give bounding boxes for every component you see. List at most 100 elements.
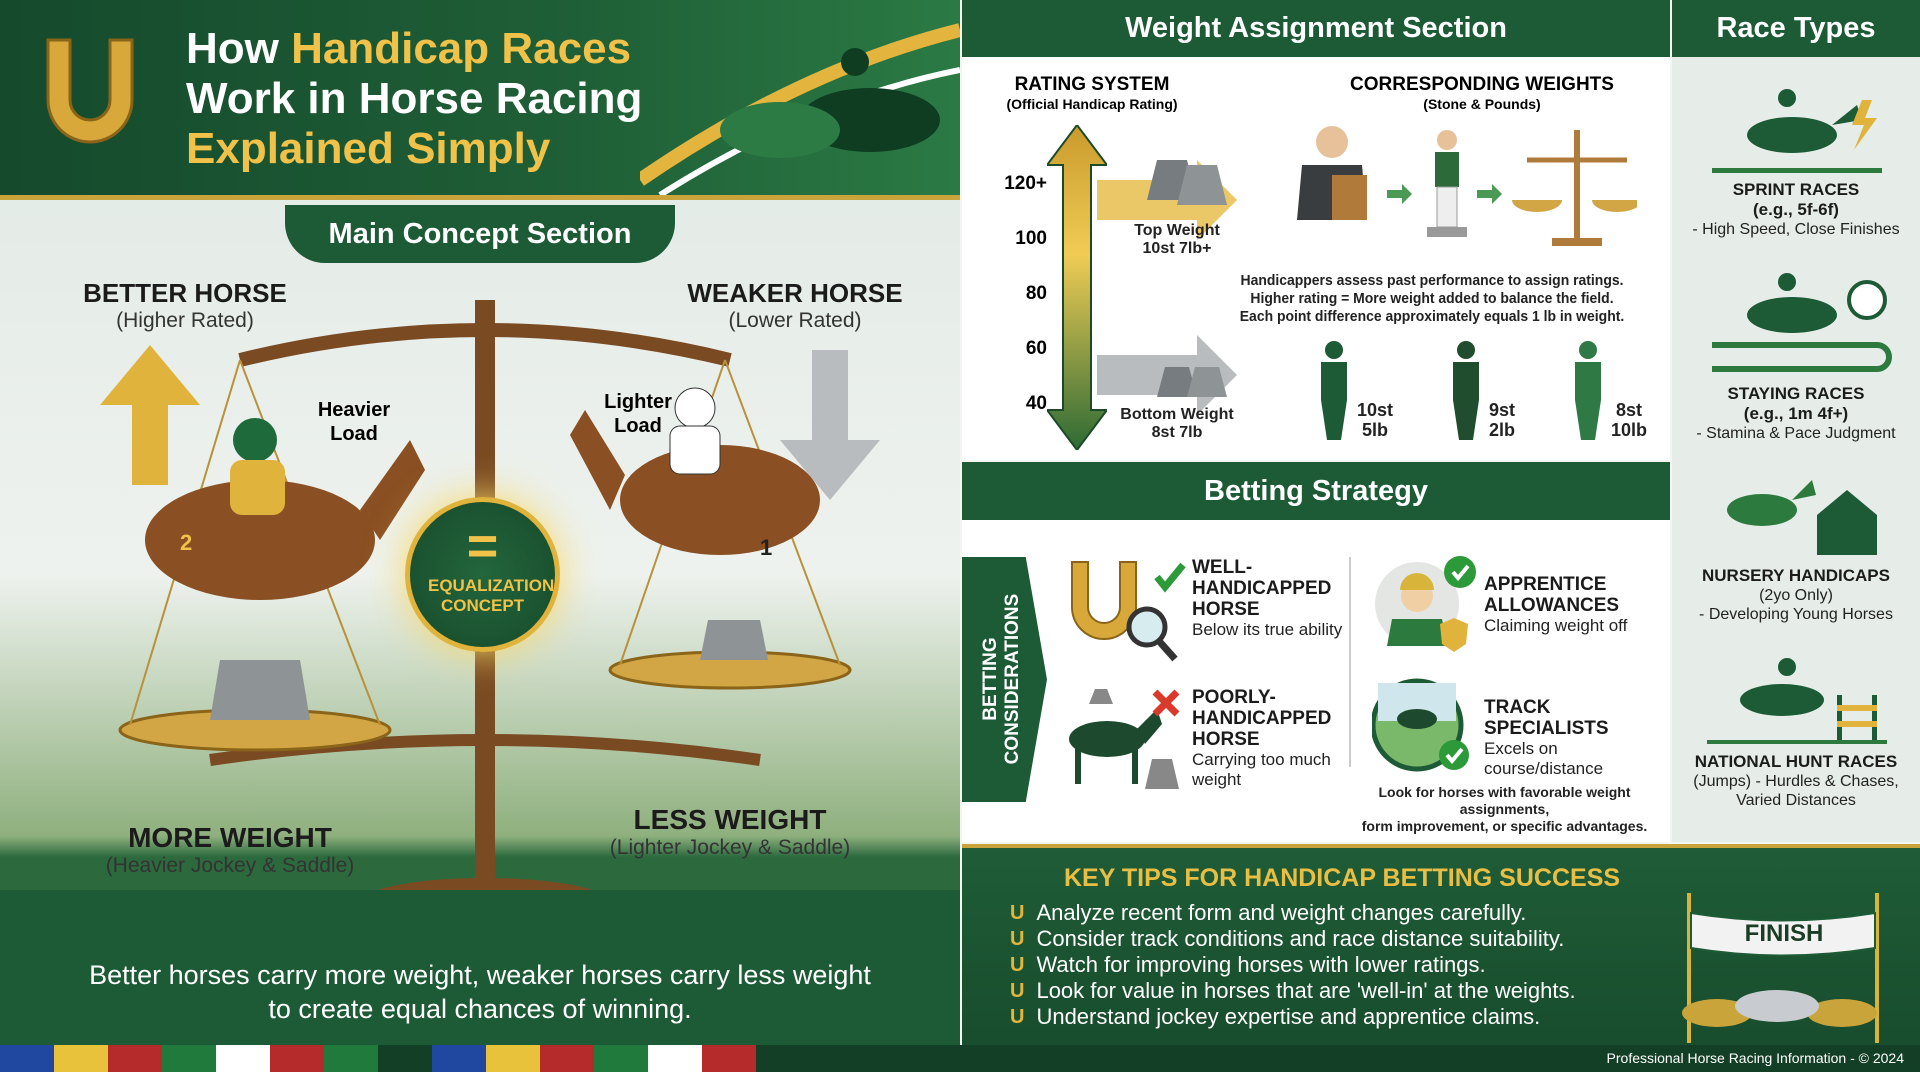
title-line-2: Work in Horse Racing bbox=[186, 74, 643, 123]
more-weight-title: MORE WEIGHT bbox=[128, 822, 332, 853]
corresponding-weights-heading: CORRESPONDING WEIGHTS (Stone & Pounds) bbox=[1332, 74, 1632, 112]
explanation-line: Handicappers assess past performance to … bbox=[1240, 272, 1624, 289]
jockey-lb: 5lb bbox=[1362, 420, 1389, 440]
staying-horse-icon bbox=[1712, 273, 1892, 372]
title-highlight: Handicap Races bbox=[291, 24, 632, 73]
tip-item: U Analyze recent form and weight changes … bbox=[1010, 900, 1576, 926]
jockey-st: 9st bbox=[1488, 400, 1515, 420]
color-strip-segment bbox=[0, 1045, 54, 1072]
weaker-horse-sub: (Lower Rated) bbox=[728, 309, 862, 332]
race-type-title: STAYING RACES bbox=[1727, 384, 1865, 403]
horseshoe-bullet-icon: U bbox=[1010, 953, 1025, 976]
race-type-title: SPRINT RACES bbox=[1732, 180, 1860, 199]
color-strip-segment bbox=[54, 1045, 108, 1072]
tick: 120+ bbox=[1004, 173, 1047, 194]
less-weight-label: LESS WEIGHT (Lighter Jockey & Saddle) bbox=[580, 804, 880, 860]
color-strip bbox=[0, 1045, 756, 1072]
jockey-lb: 2lb bbox=[1488, 420, 1515, 440]
more-weight-label: MORE WEIGHT (Heavier Jockey & Saddle) bbox=[80, 822, 380, 878]
race-type-sub: (2yo Only) bbox=[1759, 587, 1833, 604]
bottom-weight-title: Bottom Weight bbox=[1120, 406, 1234, 423]
race-types-header: Race Types bbox=[1672, 0, 1920, 57]
arrow-down-icon bbox=[780, 350, 880, 500]
page-title: How Handicap Races Work in Horse Racing … bbox=[186, 24, 642, 174]
color-strip-segment bbox=[378, 1045, 432, 1072]
item-title: APPRENTICE ALLOWANCES bbox=[1484, 574, 1620, 616]
tick: 60 bbox=[1025, 338, 1047, 359]
horseshoe-bullet-icon: U bbox=[1010, 901, 1025, 924]
better-horse-sub: (Higher Rated) bbox=[116, 309, 254, 332]
arrow-up-icon bbox=[100, 345, 200, 485]
race-type-desc: - Developing Young Horses bbox=[1699, 606, 1893, 623]
item-desc: Excels on course/distance bbox=[1484, 739, 1604, 778]
tip-text: Watch for improving horses with lower ra… bbox=[1036, 952, 1486, 977]
weaker-horse-label: WEAKER HORSE (Lower Rated) bbox=[680, 278, 910, 333]
better-horse-label: BETTER HORSE (Higher Rated) bbox=[70, 278, 300, 333]
jockey-lb: 10lb bbox=[1610, 420, 1647, 440]
item-title: TRACK SPECIALISTS bbox=[1484, 697, 1609, 739]
top-weight-value: 10st 7lb+ bbox=[1142, 240, 1212, 257]
rating-system-heading: RATING SYSTEM (Official Handicap Rating) bbox=[982, 74, 1202, 112]
apprentice-jockey-icon bbox=[1375, 556, 1476, 652]
item-desc: Carrying too much weight bbox=[1192, 750, 1331, 789]
title-banner: How Handicap Races Work in Horse Racing … bbox=[0, 0, 960, 200]
item-title: WELL-HANDICAPPED HORSE bbox=[1192, 557, 1332, 620]
rating-system-sub: (Official Handicap Rating) bbox=[1006, 96, 1178, 112]
horse-weight-icon bbox=[1069, 689, 1180, 789]
tip-text: Analyze recent form and weight changes c… bbox=[1036, 900, 1527, 925]
color-strip-segment bbox=[702, 1045, 756, 1072]
title-line-3: Explained Simply bbox=[186, 124, 551, 173]
nursery-horse-school-icon bbox=[1727, 480, 1877, 555]
color-strip-segment bbox=[162, 1045, 216, 1072]
color-strip-segment bbox=[216, 1045, 270, 1072]
weight-assignment-header: Weight Assignment Section bbox=[962, 0, 1670, 57]
key-tips-list: U Analyze recent form and weight changes … bbox=[1010, 900, 1576, 1030]
race-type-desc: - High Speed, Close Finishes bbox=[1692, 221, 1900, 238]
main-concept-tab: Main Concept Section bbox=[285, 205, 675, 263]
horseshoe-icon bbox=[46, 38, 134, 144]
horseshoe-bullet-icon: U bbox=[1010, 927, 1025, 950]
color-strip-segment bbox=[324, 1045, 378, 1072]
corresponding-weights-sub: (Stone & Pounds) bbox=[1423, 96, 1541, 112]
betting-strategy-header: Betting Strategy bbox=[962, 462, 1670, 520]
equalization-label: EQUALIZATION CONCEPT bbox=[428, 576, 555, 615]
heavier-load-label: Heavier Load bbox=[317, 399, 391, 445]
color-strip-segment bbox=[432, 1045, 486, 1072]
less-weight-title: LESS WEIGHT bbox=[633, 804, 827, 835]
main-concept-panel: How Handicap Races Work in Horse Racing … bbox=[0, 0, 960, 1045]
color-strip-segment bbox=[648, 1045, 702, 1072]
explanation-line: Higher rating = More weight added to bal… bbox=[1250, 290, 1614, 307]
betting-note: Look for horses with favorable weight as… bbox=[1342, 784, 1667, 835]
rating-ticks: 120+ 100 80 60 40 bbox=[992, 156, 1047, 431]
equals-icon: = bbox=[466, 516, 499, 576]
less-weight-sub: (Lighter Jockey & Saddle) bbox=[609, 836, 851, 859]
race-type-sprint: SPRINT RACES(e.g., 5f-6f)- High Speed, C… bbox=[1672, 180, 1920, 239]
jockey-st: 10st bbox=[1357, 400, 1394, 420]
finish-line-icon bbox=[1682, 893, 1879, 1043]
rating-system-title: RATING SYSTEM bbox=[1014, 74, 1170, 95]
explanation-line: Each point difference approximately equa… bbox=[1239, 308, 1625, 325]
footer: Professional Horse Racing Information - … bbox=[0, 1045, 1920, 1072]
color-strip-segment bbox=[594, 1045, 648, 1072]
better-horse-title: BETTER HORSE bbox=[83, 278, 287, 308]
lighter-load-label: Lighter Load bbox=[604, 391, 672, 437]
corresponding-weights-title: CORRESPONDING WEIGHTS bbox=[1350, 74, 1614, 95]
caption-line-1: Better horses carry more weight, weaker … bbox=[89, 960, 871, 990]
race-type-nursery: NURSERY HANDICAPS(2yo Only)- Developing … bbox=[1672, 566, 1920, 624]
color-strip-segment bbox=[540, 1045, 594, 1072]
note-line: Look for horses with favorable weight as… bbox=[1378, 784, 1631, 817]
footer-text: Professional Horse Racing Information - … bbox=[1606, 1050, 1904, 1066]
color-strip-segment bbox=[270, 1045, 324, 1072]
race-type-title: NATIONAL HUNT RACES bbox=[1694, 752, 1898, 771]
caption-line-2: to create equal chances of winning. bbox=[268, 994, 692, 1024]
tip-item: U Watch for improving horses with lower r… bbox=[1010, 952, 1576, 978]
tip-text: Understand jockey expertise and apprenti… bbox=[1036, 1004, 1541, 1029]
